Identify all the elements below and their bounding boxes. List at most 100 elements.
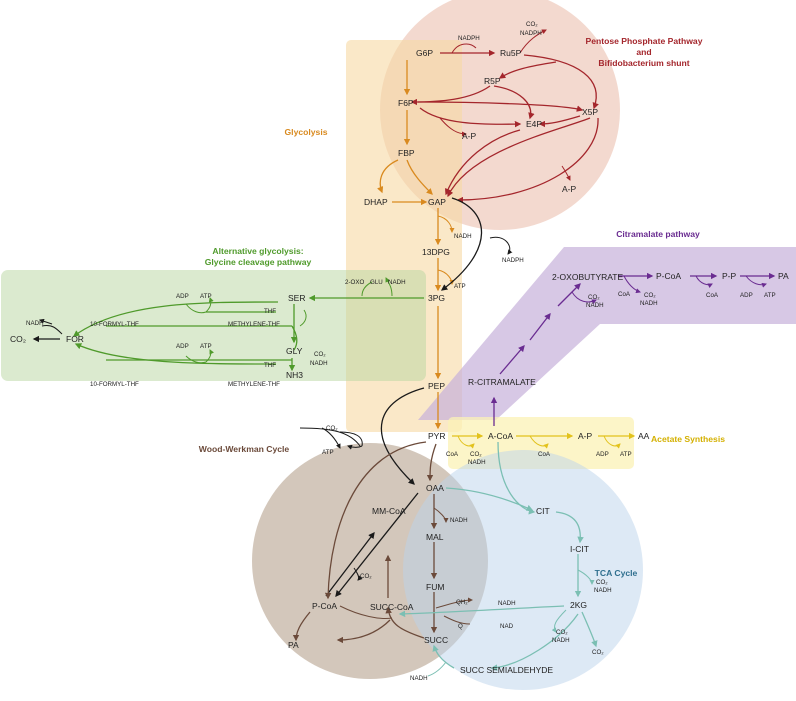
ppp-arrows (410, 29, 599, 204)
cof-adp-2: ADP (176, 343, 189, 350)
cof-nadh-succ: NADH (410, 675, 428, 682)
glycine-arrows (72, 277, 424, 372)
title-ppp-line2: and (636, 47, 651, 57)
cof-adp-ac: ADP (596, 451, 609, 458)
cof-coa-cit2: CoA (706, 292, 719, 299)
label-methylene-thf-2: METHYLENE-THF (228, 381, 280, 388)
label-pyr: PYR (428, 431, 445, 441)
cof-co2-cit2: CO₂ (644, 292, 656, 299)
label-pa-cit: PA (778, 271, 789, 281)
citramalate-arrows (490, 272, 776, 426)
cof-atp-pg: ATP (454, 283, 466, 290)
cof-atp-2: ATP (200, 343, 212, 350)
label-ap-acetate: A-P (578, 431, 593, 441)
cof-atp-1: ATP (200, 293, 212, 300)
label-oxobutyrate: 2-OXOBUTYRATE (552, 272, 623, 282)
title-alt-glycolysis-line2: Glycine cleavage pathway (205, 257, 312, 267)
label-for: FOR (66, 334, 84, 344)
label-succ: SUCC (424, 635, 448, 645)
label-succcoa: SUCC-CoA (370, 602, 414, 612)
label-methylene-thf-1: METHYLENE-THF (228, 321, 280, 328)
cof-nadh-gap: NADH (454, 233, 472, 240)
cof-nadph-2: NADPH (520, 30, 542, 37)
cof-adp-cit: ADP (740, 292, 753, 299)
label-r5p: R5P (484, 76, 501, 86)
label-pep: PEP (428, 381, 445, 391)
title-tca: TCA Cycle (595, 568, 638, 578)
cof-co2-ppp: CO₂ (526, 21, 538, 28)
cof-nad-tca: NAD (500, 623, 514, 630)
label-pp: P-P (722, 271, 737, 281)
cof-co2-mm: CO₂ (360, 573, 372, 580)
label-gap: GAP (428, 197, 446, 207)
label-nh3: NH3 (286, 370, 303, 380)
metabolite-labels: G6P Ru5P R5P X5P F6P E4P A-P FBP A-P DHA… (66, 48, 789, 675)
label-icit: I-CIT (570, 544, 589, 554)
cof-coa-ac2: CoA (538, 451, 551, 458)
black-arrows (32, 197, 513, 598)
cof-nadh-grn: NADH (388, 279, 406, 286)
cof-q: Q (458, 623, 463, 630)
label-g6p: G6P (416, 48, 433, 58)
label-acoa: A-CoA (488, 431, 513, 441)
label-gly: GLY (286, 346, 303, 356)
cof-coa-ac1: CoA (446, 451, 459, 458)
cof-co2-kg: CO₂ (556, 629, 568, 636)
cof-atp-ww: ATP (322, 449, 334, 456)
label-oaa: OAA (426, 483, 444, 493)
cof-nadph-3: NADPH (502, 257, 524, 264)
label-succ-semialdehyde: SUCC SEMIALDEHYDE (460, 665, 553, 675)
title-ppp-line1: Pentose Phosphate Pathway (585, 36, 702, 46)
label-cit: CIT (536, 506, 550, 516)
label-dhap: DHAP (364, 197, 388, 207)
glycolysis-arrows (377, 60, 455, 430)
label-ser: SER (288, 293, 305, 303)
label-x5p: X5P (582, 107, 598, 117)
label-formyl-thf-2: 10-FORMYL-THF (90, 381, 139, 388)
label-mmcoa: MM-CoA (372, 506, 406, 516)
label-thf-2: THF (264, 362, 276, 369)
cof-co2-ww: CO₂ (326, 425, 338, 432)
title-acetate: Acetate Synthesis (651, 434, 725, 444)
cof-atp-cit: ATP (764, 292, 776, 299)
label-ap-ppp1: A-P (462, 131, 477, 141)
cof-nadh-tca: NADH (498, 600, 516, 607)
label-pa-ww: PA (288, 640, 299, 650)
tca-region (403, 450, 643, 690)
cof-nadh-cit2: NADH (640, 300, 658, 307)
label-thf-1: THF (264, 308, 276, 315)
label-aa: AA (638, 431, 650, 441)
label-fum: FUM (426, 582, 444, 592)
cof-adp-1: ADP (176, 293, 189, 300)
wood-werkman-arrows (292, 441, 473, 644)
label-ru5p: Ru5P (500, 48, 522, 58)
label-2oxo: 2-OXO (345, 279, 364, 286)
cof-co2-ac: CO₂ (470, 451, 482, 458)
citramalate-region (418, 247, 796, 420)
label-e4p: E4P (526, 119, 542, 129)
tca-arrows (398, 441, 598, 677)
label-13dpg: 13DPG (422, 247, 450, 257)
cof-coa-cit: CoA (618, 291, 631, 298)
cof-nadh-gly: NADH (310, 360, 328, 367)
label-3pg: 3PG (428, 293, 445, 303)
cof-co2-for: CO₂ (10, 334, 26, 344)
cof-co2-icit: CO₂ (596, 579, 608, 586)
acetate-arrows (452, 432, 636, 449)
title-wood-werkman: Wood-Werkman Cycle (199, 444, 290, 454)
cof-nadph-1: NADPH (458, 35, 480, 42)
title-citramalate: Citramalate pathway (616, 229, 700, 239)
label-f6p: F6P (398, 98, 414, 108)
label-glu: GLU (370, 279, 383, 286)
cof-nadh-cit: NADH (586, 302, 604, 309)
cof-nadh-icit: NADH (594, 587, 612, 594)
label-citramalate: R-CITRAMALATE (468, 377, 536, 387)
title-alt-glycolysis-line1: Alternative glycolysis: (212, 246, 303, 256)
label-pcoa-ww: P-CoA (312, 601, 337, 611)
label-2kg: 2KG (570, 600, 587, 610)
cof-nadh-for: NADH (26, 320, 44, 327)
label-fbp: FBP (398, 148, 415, 158)
label-formyl-thf-1: 10-FORMYL-THF (90, 321, 139, 328)
